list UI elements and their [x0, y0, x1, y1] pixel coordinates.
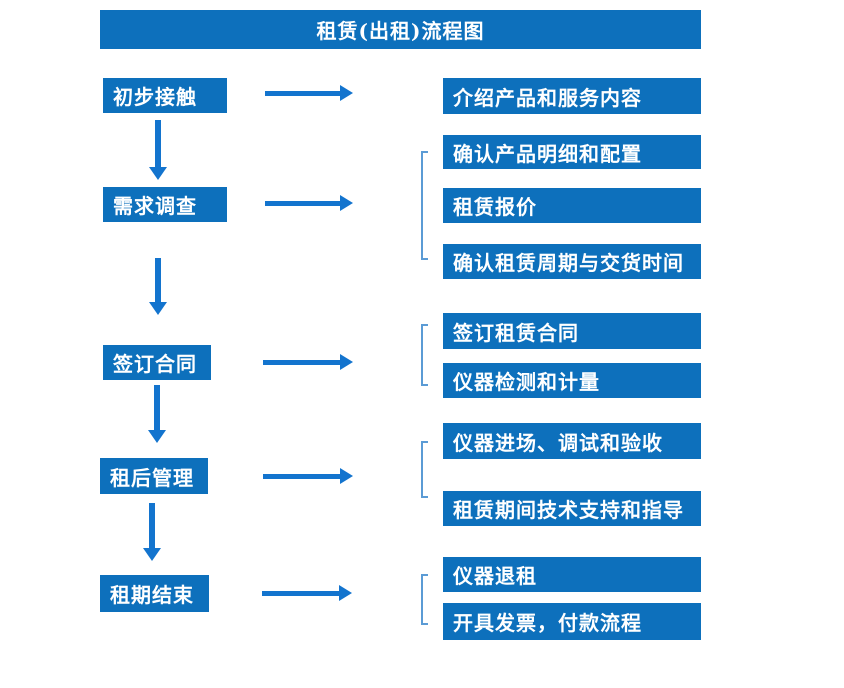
arrow-right-icon	[263, 354, 353, 370]
arrow-down-icon	[143, 503, 161, 561]
step-box-post-rental-management: 租后管理	[100, 458, 208, 494]
detail-box-introduce-products: 介绍产品和服务内容	[443, 78, 701, 114]
detail-box-instrument-setup-acceptance: 仪器进场、调试和验收	[443, 423, 701, 459]
step-box-demand-survey: 需求调查	[103, 187, 227, 222]
step-box-rental-end: 租期结束	[100, 575, 209, 612]
arrow-down-icon	[149, 258, 167, 315]
detail-box-tech-support: 租赁期间技术支持和指导	[443, 491, 701, 526]
arrow-right-icon	[265, 195, 353, 211]
arrow-right-icon	[262, 585, 352, 601]
page-title: 租赁(出租)流程图	[100, 10, 701, 49]
group-bracket-demand-survey	[421, 151, 428, 260]
detail-box-rental-quote: 租赁报价	[443, 188, 701, 223]
arrow-down-icon	[148, 385, 166, 443]
detail-box-confirm-period-delivery: 确认租赁周期与交货时间	[443, 244, 701, 279]
detail-box-confirm-product-config: 确认产品明细和配置	[443, 135, 701, 169]
detail-box-sign-rental-contract: 签订租赁合同	[443, 313, 701, 349]
arrow-right-icon	[263, 468, 353, 484]
group-bracket-rental-end	[421, 574, 428, 625]
step-box-initial-contact: 初步接触	[103, 78, 227, 113]
detail-box-invoice-payment: 开具发票，付款流程	[443, 603, 701, 640]
detail-box-instrument-return: 仪器退租	[443, 557, 701, 592]
arrow-down-icon	[149, 120, 167, 180]
step-box-sign-contract: 签订合同	[103, 345, 211, 380]
group-bracket-sign-contract	[421, 324, 428, 386]
group-bracket-post-rental	[421, 441, 428, 498]
detail-box-instrument-testing: 仪器检测和计量	[443, 363, 701, 398]
arrow-right-icon	[265, 85, 353, 101]
